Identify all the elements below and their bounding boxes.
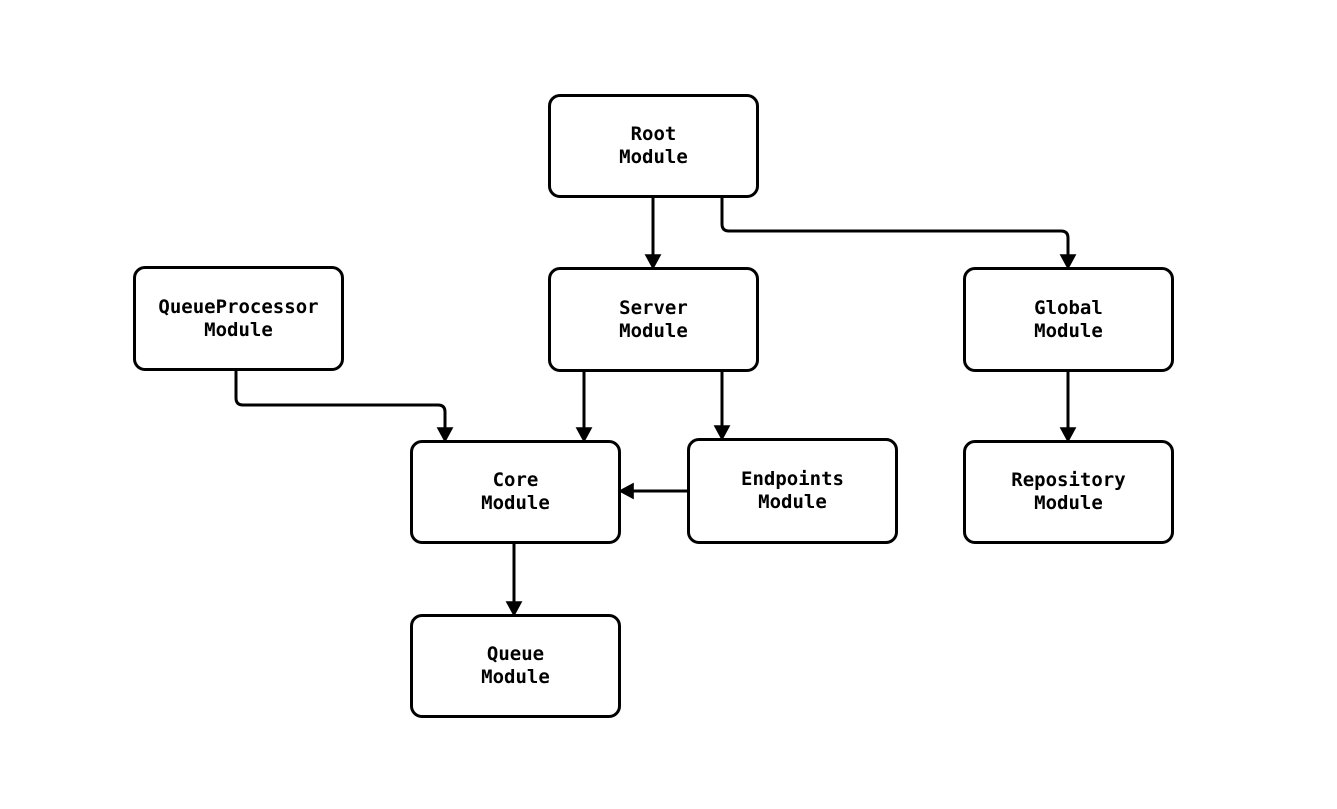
node-global-name: Global: [1034, 296, 1103, 319]
node-queueprocessor[interactable]: QueueProcessor Module: [133, 266, 344, 371]
node-queueprocessor-name: QueueProcessor: [158, 295, 319, 318]
node-server[interactable]: Server Module: [548, 267, 759, 372]
node-queue-suffix: Module: [481, 666, 550, 688]
node-repository-name: Repository: [1011, 469, 1126, 491]
node-queue-name: Queue: [486, 643, 545, 665]
node-root[interactable]: Root Module: [548, 94, 759, 198]
node-queueprocessor-suffix: Module: [204, 318, 273, 341]
node-core-name: Core: [492, 469, 539, 491]
node-global[interactable]: Global Module: [963, 267, 1174, 372]
node-server-name: Server: [619, 296, 688, 319]
node-root-name: Root: [630, 123, 677, 145]
node-endpoints[interactable]: Endpoints Module: [687, 438, 898, 544]
node-queue[interactable]: Queue Module: [410, 614, 621, 718]
node-endpoints-suffix: Module: [758, 491, 827, 513]
node-endpoints-name: Endpoints: [741, 468, 844, 490]
node-repository-suffix: Module: [1034, 492, 1103, 514]
node-core-suffix: Module: [481, 492, 550, 514]
edge-queueprocessor-to-core: [234, 371, 454, 443]
node-repository[interactable]: Repository Module: [963, 440, 1174, 544]
node-global-suffix: Module: [1034, 319, 1103, 342]
node-root-suffix: Module: [619, 146, 688, 168]
edge-root-to-global: [720, 198, 1077, 270]
node-server-suffix: Module: [619, 319, 688, 342]
node-core[interactable]: Core Module: [410, 440, 621, 544]
